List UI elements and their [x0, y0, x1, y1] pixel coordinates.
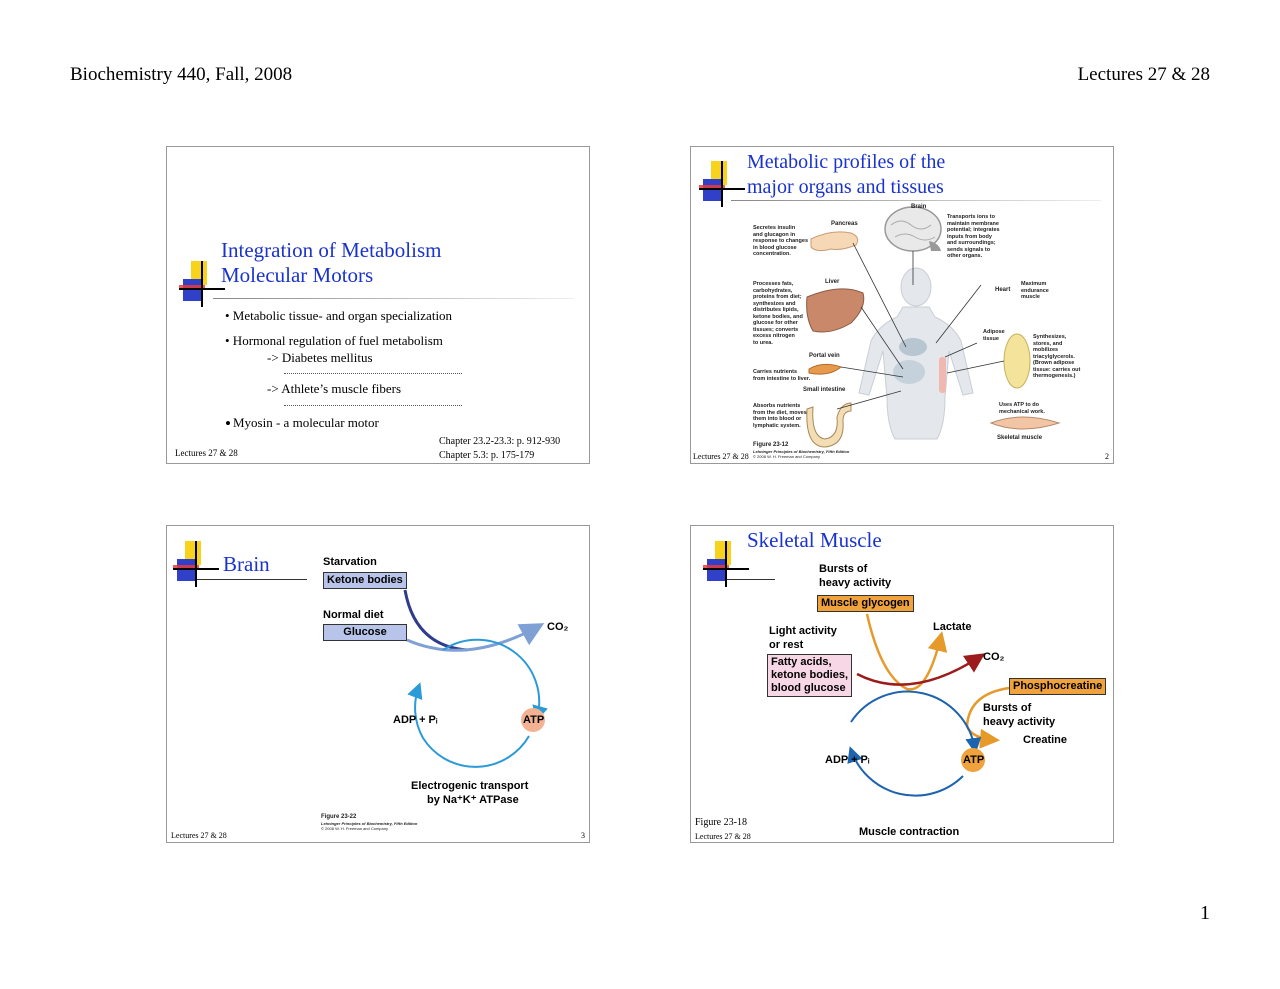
liver-icon — [806, 288, 865, 333]
atp-label: ATP — [963, 754, 985, 766]
notes-line — [284, 373, 462, 374]
light-activity-label-1: Light activity — [769, 625, 837, 637]
skeletal-muscle-label: Skeletal muscle — [997, 435, 1043, 441]
slide-title-line1: Integration of Metabolism — [221, 238, 442, 262]
muscle-glycogen-box: Muscle glycogen — [817, 595, 914, 612]
co2-label: CO₂ — [547, 621, 569, 633]
bullet-metabolic: • Metabolic tissue- and organ specializa… — [225, 308, 453, 323]
figure-copyright: © 2008 W. H. Freeman and Company — [753, 454, 820, 459]
liver-label: Liver — [825, 279, 840, 285]
slide-logo — [173, 541, 219, 587]
heart-label: Heart — [995, 287, 1011, 293]
brain-fuel-diagram — [403, 589, 548, 768]
slide-number: 2 — [1105, 452, 1109, 461]
bullet-dot: • — [225, 414, 231, 433]
slide-title: Brain — [223, 552, 270, 576]
notes-line — [284, 405, 462, 406]
figure-number: Figure 23-12 — [753, 442, 789, 448]
title-rule — [213, 298, 573, 299]
pancreas-label: Pancreas — [831, 221, 858, 227]
pancreas-icon — [810, 231, 859, 252]
atp-circle — [521, 708, 545, 732]
adp-label: ADP + Pᵢ — [825, 754, 870, 766]
bullet-hormonal: • Hormonal regulation of fuel metabolism — [225, 333, 443, 348]
slide-logo — [703, 541, 749, 587]
light-activity-label-2: or rest — [769, 639, 804, 651]
figure-copyright: © 2008 W. H. Freeman and Company — [321, 826, 388, 831]
slide-title: Skeletal Muscle — [747, 528, 882, 552]
bullet-myosin: Myosin - a molecular motor — [233, 415, 379, 430]
portal-vein-label: Portal vein — [809, 353, 840, 359]
slide-title-line1: Metabolic profiles of the — [747, 151, 946, 173]
ketone-bodies-box: Ketone bodies — [323, 572, 407, 589]
document-header-lectures: Lectures 27 & 28 — [1077, 64, 1210, 85]
slide-footer: Lectures 27 & 28 — [695, 832, 751, 841]
organ-diagram — [806, 206, 1061, 448]
skeletal-muscle-fuel-diagram — [847, 613, 1010, 797]
creatine-label: Creatine — [1023, 734, 1068, 746]
glucose-box: Glucose — [323, 624, 407, 641]
page-number: 1 — [1200, 902, 1210, 924]
title-rule — [727, 579, 775, 580]
figure-credit: Lehninger Principles of Biochemistry, Fi… — [753, 449, 850, 454]
chapter-ref-1: Chapter 23.2-23.3: p. 912-930 — [439, 436, 561, 447]
transport-label-2: by Na⁺K⁺ ATPase — [427, 794, 519, 806]
slide-title-line2: major organs and tissues — [747, 176, 944, 198]
liver-desc: Processes fats,carbohydrates,proteins fr… — [753, 281, 803, 346]
figure-number: Figure 23-22 — [321, 814, 357, 820]
phosphocreatine-box: Phosphocreatine — [1009, 678, 1107, 695]
adipose-icon — [1003, 333, 1031, 389]
atp-circle — [961, 748, 985, 772]
slide-footer: Lectures 27 & 28 — [171, 831, 227, 840]
figure-credit: Lehninger Principles of Biochemistry, Fi… — [321, 821, 418, 826]
atp-label: ATP — [523, 714, 545, 726]
slide-logo — [179, 261, 225, 307]
transport-label-1: Electrogenic transport — [411, 780, 529, 792]
bursts-label-2: heavy activity — [819, 577, 892, 589]
sub-diabetes: -> Diabetes mellitus — [267, 350, 373, 365]
slide-1-thumbnail[interactable]: Integration of Metabolism Molecular Moto… — [166, 146, 590, 464]
slide-4-thumbnail[interactable]: Skeletal Muscle Bursts of heavy activity… — [690, 525, 1114, 843]
chapter-ref-2: Chapter 5.3: p. 175-179 — [439, 450, 535, 461]
slide-number: 3 — [581, 831, 585, 840]
title-rule — [197, 579, 307, 580]
title-rule — [731, 200, 1101, 201]
figure-number: Figure 23-18 — [695, 817, 747, 828]
small-intestine-icon — [806, 402, 852, 448]
slide-title-line2: Molecular Motors — [221, 263, 374, 287]
brain-label: Brain — [911, 204, 927, 210]
small-intestine-label: Small intestine — [803, 387, 846, 393]
skeletal-muscle-icon — [989, 416, 1061, 430]
muscle-contraction-label: Muscle contraction — [859, 826, 960, 838]
adp-label: ADP + Pᵢ — [393, 714, 438, 726]
bursts-label-1: Bursts of — [819, 563, 868, 575]
slide-2-thumbnail[interactable]: Metabolic profiles of the major organs a… — [690, 146, 1114, 464]
normal-diet-label: Normal diet — [323, 609, 384, 621]
starvation-label: Starvation — [323, 556, 377, 568]
document-header-course: Biochemistry 440, Fall, 2008 — [70, 64, 293, 85]
brain-icon — [884, 206, 942, 252]
bursts-label-3: Bursts of — [983, 702, 1032, 714]
bursts-label-4: heavy activity — [983, 716, 1056, 728]
slide-3-thumbnail[interactable]: Brain Starvation Ketone bodies Normal di… — [166, 525, 590, 843]
lactate-label: Lactate — [933, 621, 972, 633]
sub-athlete: -> Athlete’s muscle fibers — [267, 381, 402, 396]
slide-logo — [699, 161, 745, 207]
slide-footer: Lectures 27 & 28 — [693, 452, 749, 461]
fatty-acids-box: Fatty acids,ketone bodies,blood glucose — [767, 654, 853, 697]
portal-vein-icon — [808, 363, 843, 375]
co2-label: CO₂ — [983, 651, 1005, 663]
slide-footer: Lectures 27 & 28 — [175, 448, 238, 458]
